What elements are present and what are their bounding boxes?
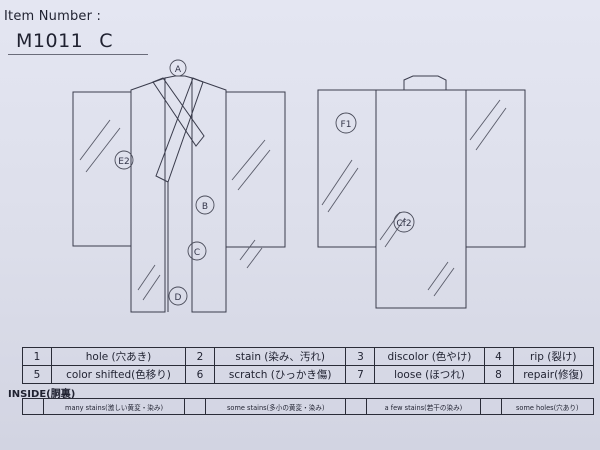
item-number-value: M1011 C <box>16 30 113 52</box>
front-right-sleeve <box>225 91 286 248</box>
inside-row: many stains(激しい黄変・染み) some stains(多小の黄変・… <box>22 398 595 415</box>
mark-d-circle <box>168 286 188 306</box>
legend-label: discolor (色やけ) <box>374 347 485 366</box>
mark-a-circle <box>169 59 187 77</box>
mark-b-circle <box>195 195 215 215</box>
mark-a-label: A <box>175 65 182 75</box>
legend-number: 7 <box>345 365 376 384</box>
inside-checkbox[interactable] <box>184 398 207 415</box>
item-number-label: Item Number : <box>4 9 102 24</box>
mark-f-circle <box>335 112 357 134</box>
mark-b-label: B <box>202 202 208 212</box>
legend-label: color shifted(色移り) <box>51 365 186 384</box>
mark-f-label: F1 <box>341 120 352 130</box>
back-scratch-marks <box>321 99 507 297</box>
legend-label: rip (裂け) <box>512 347 594 366</box>
back-view <box>317 75 526 309</box>
back-body <box>375 89 467 309</box>
item-variant: C <box>99 30 114 52</box>
item-code: M1011 <box>16 30 84 52</box>
legend-number: 5 <box>22 365 52 384</box>
back-right-sleeve <box>465 89 526 248</box>
inside-option: some holes(穴あり) <box>500 398 595 415</box>
inside-section-title: INSIDE(胴裏) <box>8 389 76 400</box>
legend-label: repair(修復) <box>512 365 594 384</box>
inside-lining-table: many stains(激しい黄変・染み) some stains(多小の黄変・… <box>22 398 595 415</box>
legend-row: 1 hole (穴あき) 2 stain (染み、汚れ) 3 discolor … <box>22 347 594 366</box>
legend-number: 4 <box>483 347 514 366</box>
legend-number: 2 <box>184 347 215 366</box>
mark-e2-label: E2 <box>118 157 129 167</box>
collar-band-left <box>152 77 205 147</box>
legend-number: 1 <box>22 347 52 366</box>
inside-option: many stains(激しい黄変・染み) <box>42 398 186 415</box>
inside-option: a few stains(若干の染み) <box>366 398 481 415</box>
legend-label: stain (染み、汚れ) <box>213 347 347 366</box>
collar-band-right <box>155 77 204 183</box>
legend-label: hole (穴あき) <box>51 347 186 366</box>
front-view <box>72 75 286 313</box>
front-scratch-marks <box>79 119 271 301</box>
legend-number: 6 <box>184 365 215 384</box>
inside-option: some stains(多小の黄変・染み) <box>205 398 347 415</box>
legend-number: 8 <box>483 365 514 384</box>
mark-d-label: D <box>175 293 182 303</box>
back-left-sleeve <box>317 89 377 248</box>
inside-checkbox[interactable] <box>345 398 368 415</box>
front-right-body <box>191 77 227 313</box>
legend-label: loose (ほつれ) <box>374 365 485 384</box>
mark-c-label: C <box>194 248 200 258</box>
legend-label: scratch (ひっかき傷) <box>213 365 347 384</box>
damage-legend-table: 1 hole (穴あき) 2 stain (染み、汚れ) 3 discolor … <box>22 347 594 384</box>
inside-checkbox[interactable] <box>479 398 502 415</box>
item-number-underline <box>8 54 148 55</box>
inside-checkbox[interactable] <box>22 398 44 415</box>
mark-cf2-circle <box>393 211 415 233</box>
mark-e2-circle <box>114 150 134 170</box>
back-collar <box>403 75 447 91</box>
front-left-body <box>130 77 166 313</box>
legend-row: 5 color shifted(色移り) 6 scratch (ひっかき傷) 7… <box>22 365 594 384</box>
mark-cf2-label: Cf2 <box>396 219 411 229</box>
mark-c-circle <box>187 241 207 261</box>
legend-number: 3 <box>345 347 376 366</box>
